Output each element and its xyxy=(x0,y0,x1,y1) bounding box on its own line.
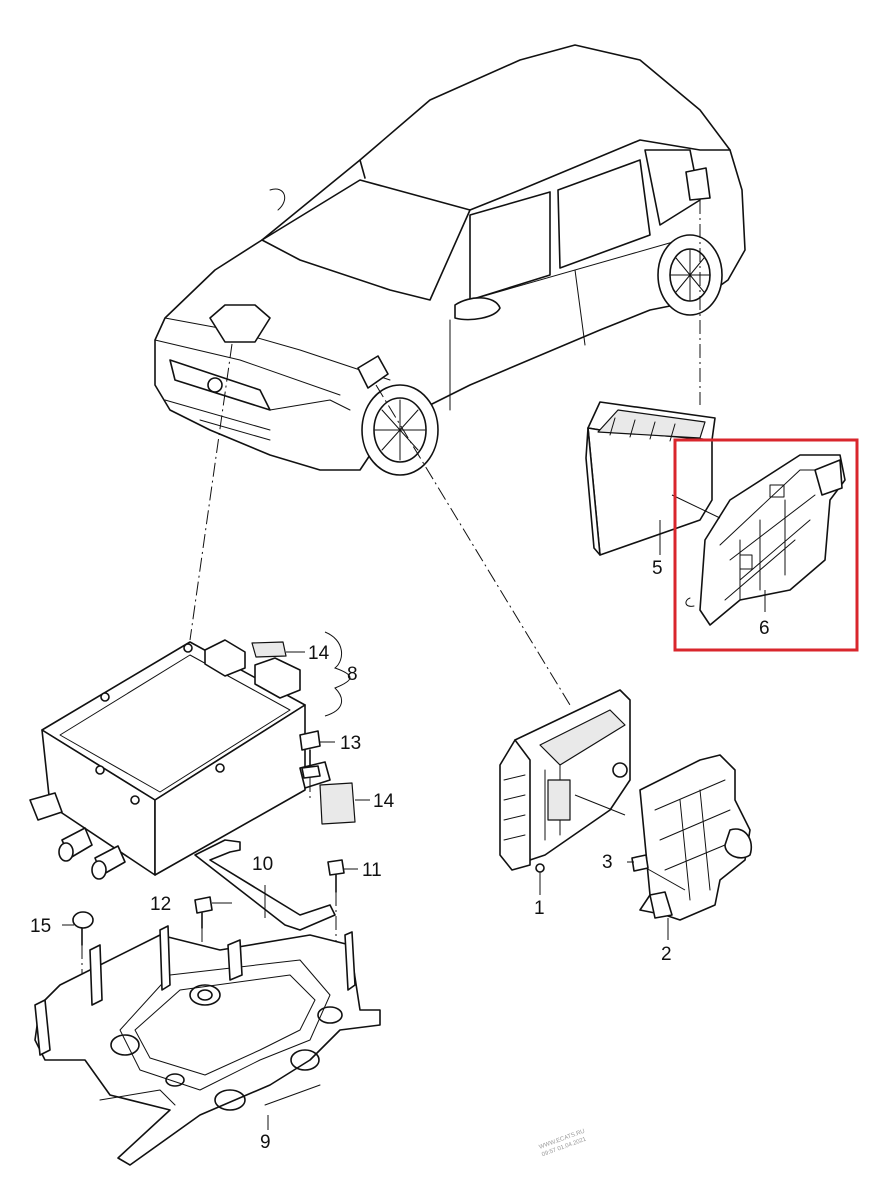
label-sticker-front xyxy=(319,782,356,825)
label-sticker-top xyxy=(251,641,287,658)
label-5: 5 xyxy=(652,558,663,579)
fender-location-marker xyxy=(357,355,389,389)
label-2: 2 xyxy=(661,944,672,965)
control-unit-5 xyxy=(585,401,716,556)
label-15: 15 xyxy=(30,916,51,937)
part-labels: 1 2 3 5 6 8 9 10 11 12 13 14 14 15 xyxy=(30,558,770,1153)
retaining-strap-10 xyxy=(194,839,336,931)
label-14-front: 14 xyxy=(373,791,395,812)
car-illustration xyxy=(154,44,746,476)
label-3: 3 xyxy=(602,852,613,873)
control-unit-1 xyxy=(499,689,631,873)
label-6: 6 xyxy=(759,618,770,639)
screw-13 xyxy=(299,730,321,779)
label-leaders xyxy=(62,520,766,1130)
label-11: 11 xyxy=(362,860,382,881)
screw-11 xyxy=(327,859,345,893)
highlight-box xyxy=(673,438,859,652)
rear-location-marker xyxy=(685,167,711,201)
charger-unit-8 xyxy=(29,631,356,880)
label-13: 13 xyxy=(340,733,361,754)
label-12: 12 xyxy=(150,894,171,915)
front-location-marker xyxy=(209,304,271,343)
bracket-2 xyxy=(639,754,752,921)
label-9: 9 xyxy=(260,1132,271,1153)
label-1: 1 xyxy=(534,898,545,919)
label-10: 10 xyxy=(252,854,273,875)
watermark: WWW.ECATS.RU 09:57 01.04.2021 xyxy=(538,1129,587,1159)
screw-12 xyxy=(194,896,213,929)
label-8: 8 xyxy=(347,664,358,685)
label-14-top: 14 xyxy=(308,643,330,664)
mounting-plate-9 xyxy=(34,925,381,1166)
reference-lines xyxy=(189,200,701,706)
screw-15 xyxy=(72,911,94,946)
screw-3 xyxy=(631,854,686,891)
bracket-6 xyxy=(671,454,846,626)
